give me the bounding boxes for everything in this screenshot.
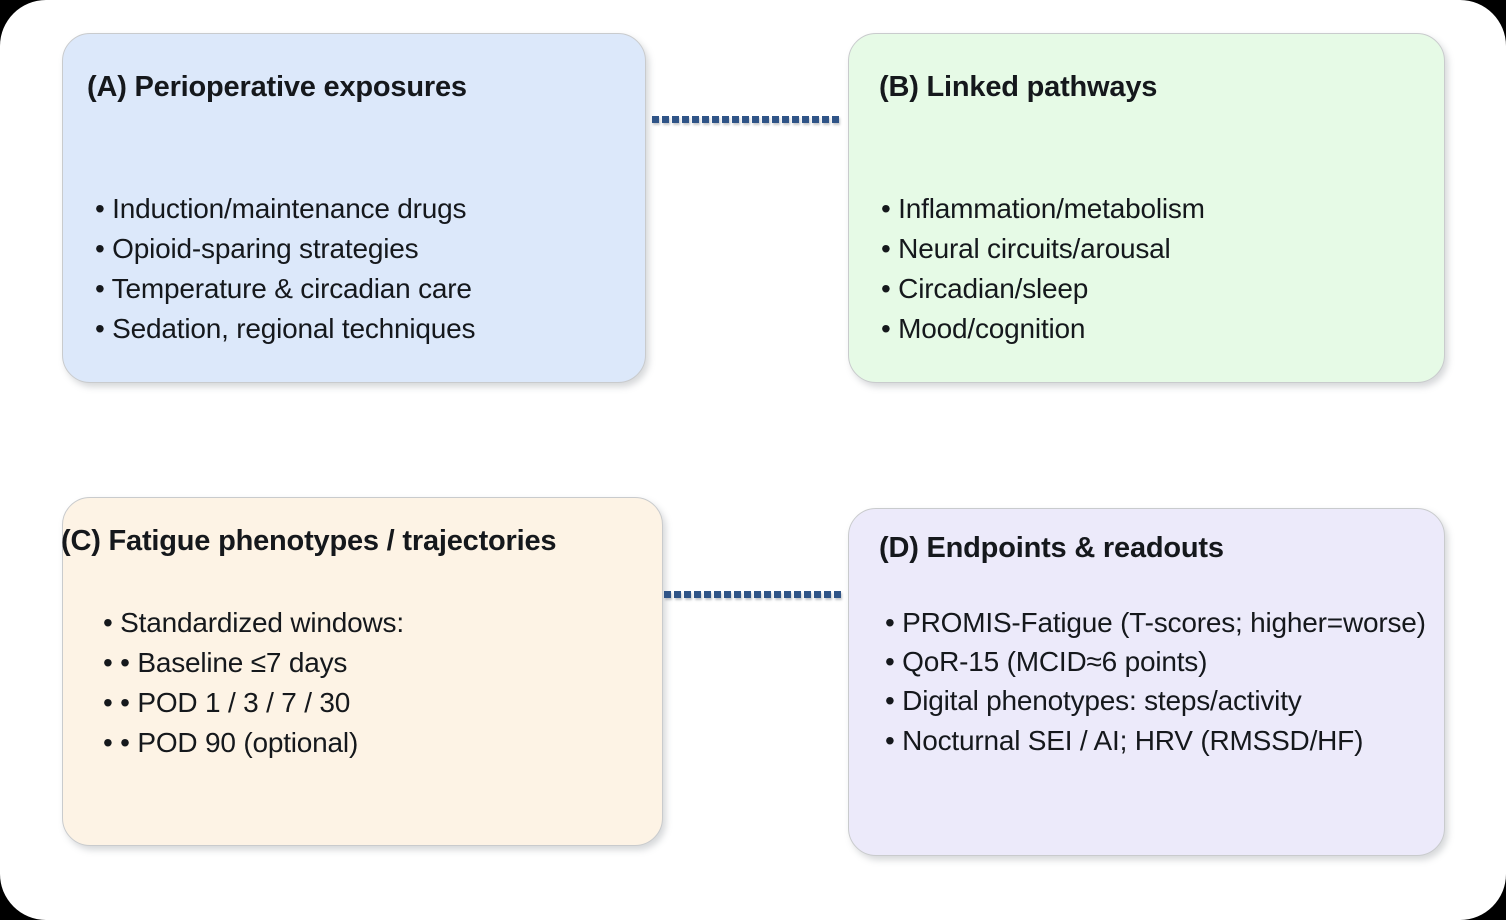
connector-dot: [682, 116, 689, 123]
list-item: • Inflammation/metabolism: [881, 193, 1205, 224]
connector-dot: [744, 591, 751, 598]
panel-a-title: (A) Perioperative exposures: [87, 71, 467, 103]
connector-a-to-b: [652, 116, 844, 123]
panel-a-list: • Induction/maintenance drugs • Opioid-s…: [95, 189, 476, 349]
list-item: • • Baseline ≤7 days: [103, 647, 348, 679]
panel-c-title: (C) Fatigue phenotypes / trajectories: [61, 525, 557, 557]
connector-dot: [674, 591, 681, 598]
connector-dot: [824, 591, 831, 598]
connector-dot: [722, 116, 729, 123]
list-item: • • POD 90 (optional): [103, 727, 359, 759]
list-item: • Standardized windows:: [103, 607, 404, 638]
connector-dot: [772, 116, 779, 123]
connector-dot: [684, 591, 691, 598]
list-item: • Mood/cognition: [881, 313, 1086, 345]
connector-dot: [792, 116, 799, 123]
connector-dot: [692, 116, 699, 123]
list-item: • Temperature & circadian care: [95, 273, 472, 305]
panel-perioperative-exposures: (A) Perioperative exposures • Induction/…: [62, 33, 646, 383]
connector-dot: [814, 591, 821, 598]
list-item: • Induction/maintenance drugs: [95, 193, 467, 224]
connector-dot: [732, 116, 739, 123]
panel-d-list: • PROMIS-Fatigue (T-scores; higher=worse…: [885, 603, 1445, 760]
connector-c-to-d: [664, 591, 844, 598]
connector-dot: [834, 591, 841, 598]
connector-dot: [762, 116, 769, 123]
connector-dot: [664, 591, 671, 598]
list-item: • Digital phenotypes: steps/activity: [885, 685, 1302, 717]
panel-endpoints-readouts: (D) Endpoints & readouts • PROMIS-Fatigu…: [848, 508, 1445, 856]
connector-dot: [662, 116, 669, 123]
connector-dot: [774, 591, 781, 598]
connector-dot: [804, 591, 811, 598]
connector-dot: [794, 591, 801, 598]
panel-linked-pathways: (B) Linked pathways • Inflammation/metab…: [848, 33, 1445, 383]
connector-dot: [754, 591, 761, 598]
connector-dot: [652, 116, 659, 123]
panel-b-list: • Inflammation/metabolism • Neural circu…: [881, 189, 1205, 349]
list-item: • Nocturnal SEI / AI; HRV (RMSSD/HF): [885, 724, 1364, 756]
list-item: • Circadian/sleep: [881, 273, 1089, 305]
connector-dot: [812, 116, 819, 123]
connector-dot: [782, 116, 789, 123]
connector-dot: [764, 591, 771, 598]
connector-dot: [784, 591, 791, 598]
panel-b-title: (B) Linked pathways: [879, 71, 1158, 103]
connector-dot: [704, 591, 711, 598]
connector-dot: [694, 591, 701, 598]
connector-dot: [752, 116, 759, 123]
connector-dot: [802, 116, 809, 123]
panel-fatigue-phenotypes-trajectories: (C) Fatigue phenotypes / trajectories • …: [61, 497, 663, 846]
connector-dot: [714, 591, 721, 598]
connector-dot: [742, 116, 749, 123]
connector-dot: [822, 116, 829, 123]
list-item: • PROMIS-Fatigue (T-scores; higher=worse…: [885, 607, 1426, 638]
panel-c-list: • Standardized windows: • • Baseline ≤7 …: [103, 603, 404, 763]
list-item: • Neural circuits/arousal: [881, 233, 1171, 265]
list-item: • QoR-15 (MCID≈6 points): [885, 646, 1208, 678]
list-item: • Sedation, regional techniques: [95, 313, 476, 345]
connector-dot: [724, 591, 731, 598]
connector-dot: [672, 116, 679, 123]
connector-dot: [832, 116, 839, 123]
list-item: • • POD 1 / 3 / 7 / 30: [103, 687, 351, 719]
connector-dot: [702, 116, 709, 123]
list-item: • Opioid-sparing strategies: [95, 233, 419, 265]
connector-dot: [734, 591, 741, 598]
panel-d-title: (D) Endpoints & readouts: [879, 532, 1224, 564]
connector-dot: [712, 116, 719, 123]
